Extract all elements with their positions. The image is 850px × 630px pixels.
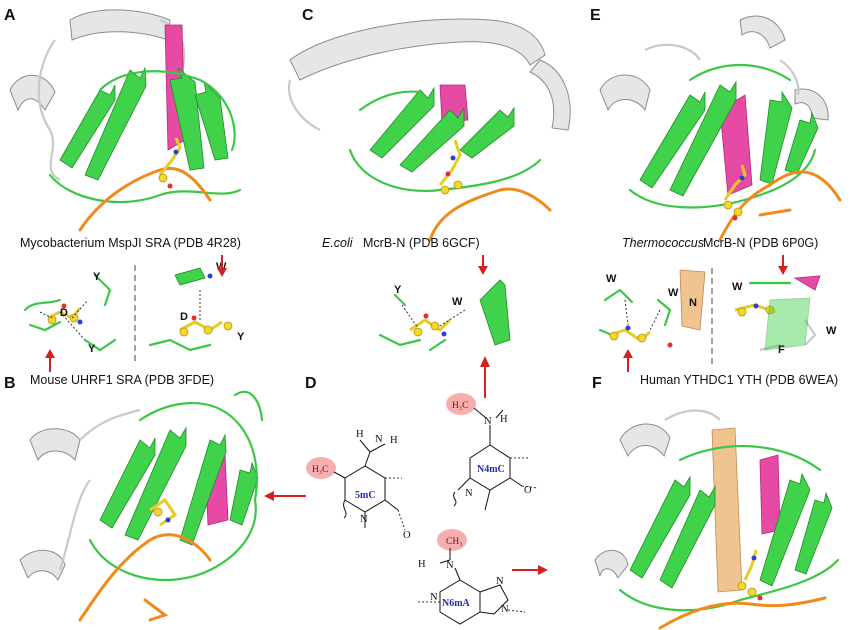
panel-e-pocket-left [598,269,706,348]
residue-e1-w2: W [668,287,679,299]
residue-c-y: Y [394,284,402,296]
arrowhead-d-left [264,491,274,501]
m5c-label: 5mC [355,490,376,501]
n4mc-methyl: H₃C [452,401,469,411]
m5c-n1: N [360,514,368,525]
caption-e-rest: McrB-N (PDB 6P0G) [703,236,818,250]
caption-c-italic: E.coli [322,236,354,250]
panel-c-pocket [378,279,511,352]
panel-a-pocket-right [148,267,233,352]
panel-label-e: E [590,7,601,24]
panel-e-pocket-right [734,275,821,352]
n4mc-n: N [484,416,492,427]
n4mc-structure [446,393,539,511]
arrowhead-d-right [538,565,548,575]
caption-a: Mycobacterium MspJI SRA (PDB 4R28) [20,236,241,250]
residue-a-y1: Y [93,271,101,283]
residue-a2-y: Y [237,331,245,343]
n6ma-h: H [418,559,426,570]
arrowhead-f-up [623,349,633,358]
n6ma-label: N6mA [442,598,471,609]
panel-label-a: A [4,7,16,24]
n4mc-n1: N [465,488,473,499]
residue-e1-w: W [606,273,617,285]
residue-a2-d: D [180,311,188,323]
n6ma-n1: N [430,592,438,603]
panel-label-f: F [592,375,602,392]
residue-a-y2: Y [88,343,96,355]
m5c-o: O [403,530,411,541]
m5c-h2: H [390,435,398,446]
panel-c-structure [287,18,571,242]
n6ma-methyl: CH₃ [446,537,463,547]
m5c-structure [306,439,406,531]
n4mc-o: O [524,485,532,496]
residue-e2-w2: W [826,325,837,337]
arrowhead-c-down [478,266,488,275]
arrowhead-a-down [217,268,227,277]
n6ma-structure [418,529,526,625]
m5c-methyl: H₃C [312,465,329,475]
caption-b: Mouse UHRF1 SRA (PDB 3FDE) [30,373,214,387]
arrowhead-e-down [778,266,788,275]
n6ma-n: N [446,560,454,571]
n4mc-h: H [500,414,508,425]
residue-e1-n: N [689,297,697,309]
caption-e-italic: Thermococcus [622,236,704,250]
panel-a-pocket-left [23,273,117,352]
arrowhead-d-up [480,356,490,367]
residue-c-w: W [452,296,463,308]
caption-c-rest: McrB-N (PDB 6GCF) [363,236,480,250]
panel-label-c: C [302,7,314,24]
n4mc-label: N4mC [477,464,505,475]
panel-b-structure [19,390,264,622]
residue-e2-w: W [732,281,743,293]
panel-e-structure [599,15,842,242]
m5c-nh: N [375,434,383,445]
n6ma-n3: N [501,604,509,615]
panel-a-structure [9,9,242,232]
panel-label-b: B [4,375,16,392]
residue-e2-f: F [778,344,785,356]
panel-f-structure [594,409,840,630]
residue-a-d: D [60,307,68,319]
arrowhead-b-up [45,349,55,358]
n6ma-n2: N [496,576,504,587]
panel-label-d: D [305,375,317,392]
caption-f: Human YTHDC1 YTH (PDB 6WEA) [640,373,838,387]
m5c-h: H [356,429,364,440]
